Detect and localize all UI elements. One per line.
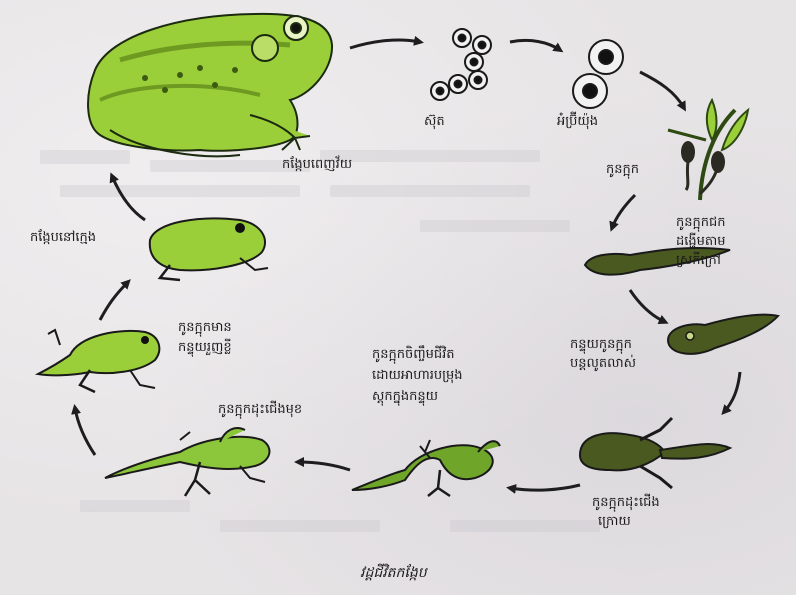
label-hind-legs-line1: កូនក្អុកដុះជើង [592,493,660,512]
label-embryo: អំប្រ៊ីយ៉ុង [557,112,598,131]
label-tadpole-gills-line3: ស្រកីក្រៅ [676,251,721,270]
label-feeding-line2: ដោយអាហារបម្រុង [372,366,463,385]
label-tadpole: កូនក្អុក [606,160,639,179]
label-front-legs: កូនក្អុកដុះជើងមុខ [218,400,302,419]
diagram-title: វដ្តជីវិតកង្កែប [360,564,427,583]
label-feeding-line3: ស្តុកក្នុងកន្ទុយ [372,387,438,406]
label-eggs: ស៊ុត [424,112,445,131]
tadpole-hind-legs [580,418,730,488]
label-hind-legs-line2: ក្រោយ [598,512,631,531]
label-adult-frog: កង្កែបពេញវ័យ [282,155,352,174]
adult-frog [88,14,332,156]
label-tadpole-gills-line1: កូនក្អុកជក [676,213,726,232]
froglet-short-tail [38,330,159,392]
eggs [431,29,491,100]
tadpole-four-legs [352,440,500,496]
tadpole-growing [668,315,778,354]
label-tadpole-gills-line2: ដង្ហើមតាម [676,232,726,251]
label-tail-growth-line2: បន្តលូតលាស់ [570,354,636,373]
tadpole-front-legs [105,428,269,496]
label-young-frog: កង្កែបនៅក្មេង [30,228,96,247]
label-froglet-line2: កន្ទុយរួញខ្លី [178,338,232,357]
young-frog [150,218,268,280]
hatchling-tadpoles [668,100,748,200]
label-feeding-line1: កូនក្អុកចិញ្ចឹមជីវិត [372,345,455,364]
label-froglet-line1: កូនក្អុកមាន [178,318,232,337]
embryo [573,40,623,108]
label-tail-growth-line1: កន្ទុយកូនក្អុក [570,335,632,354]
